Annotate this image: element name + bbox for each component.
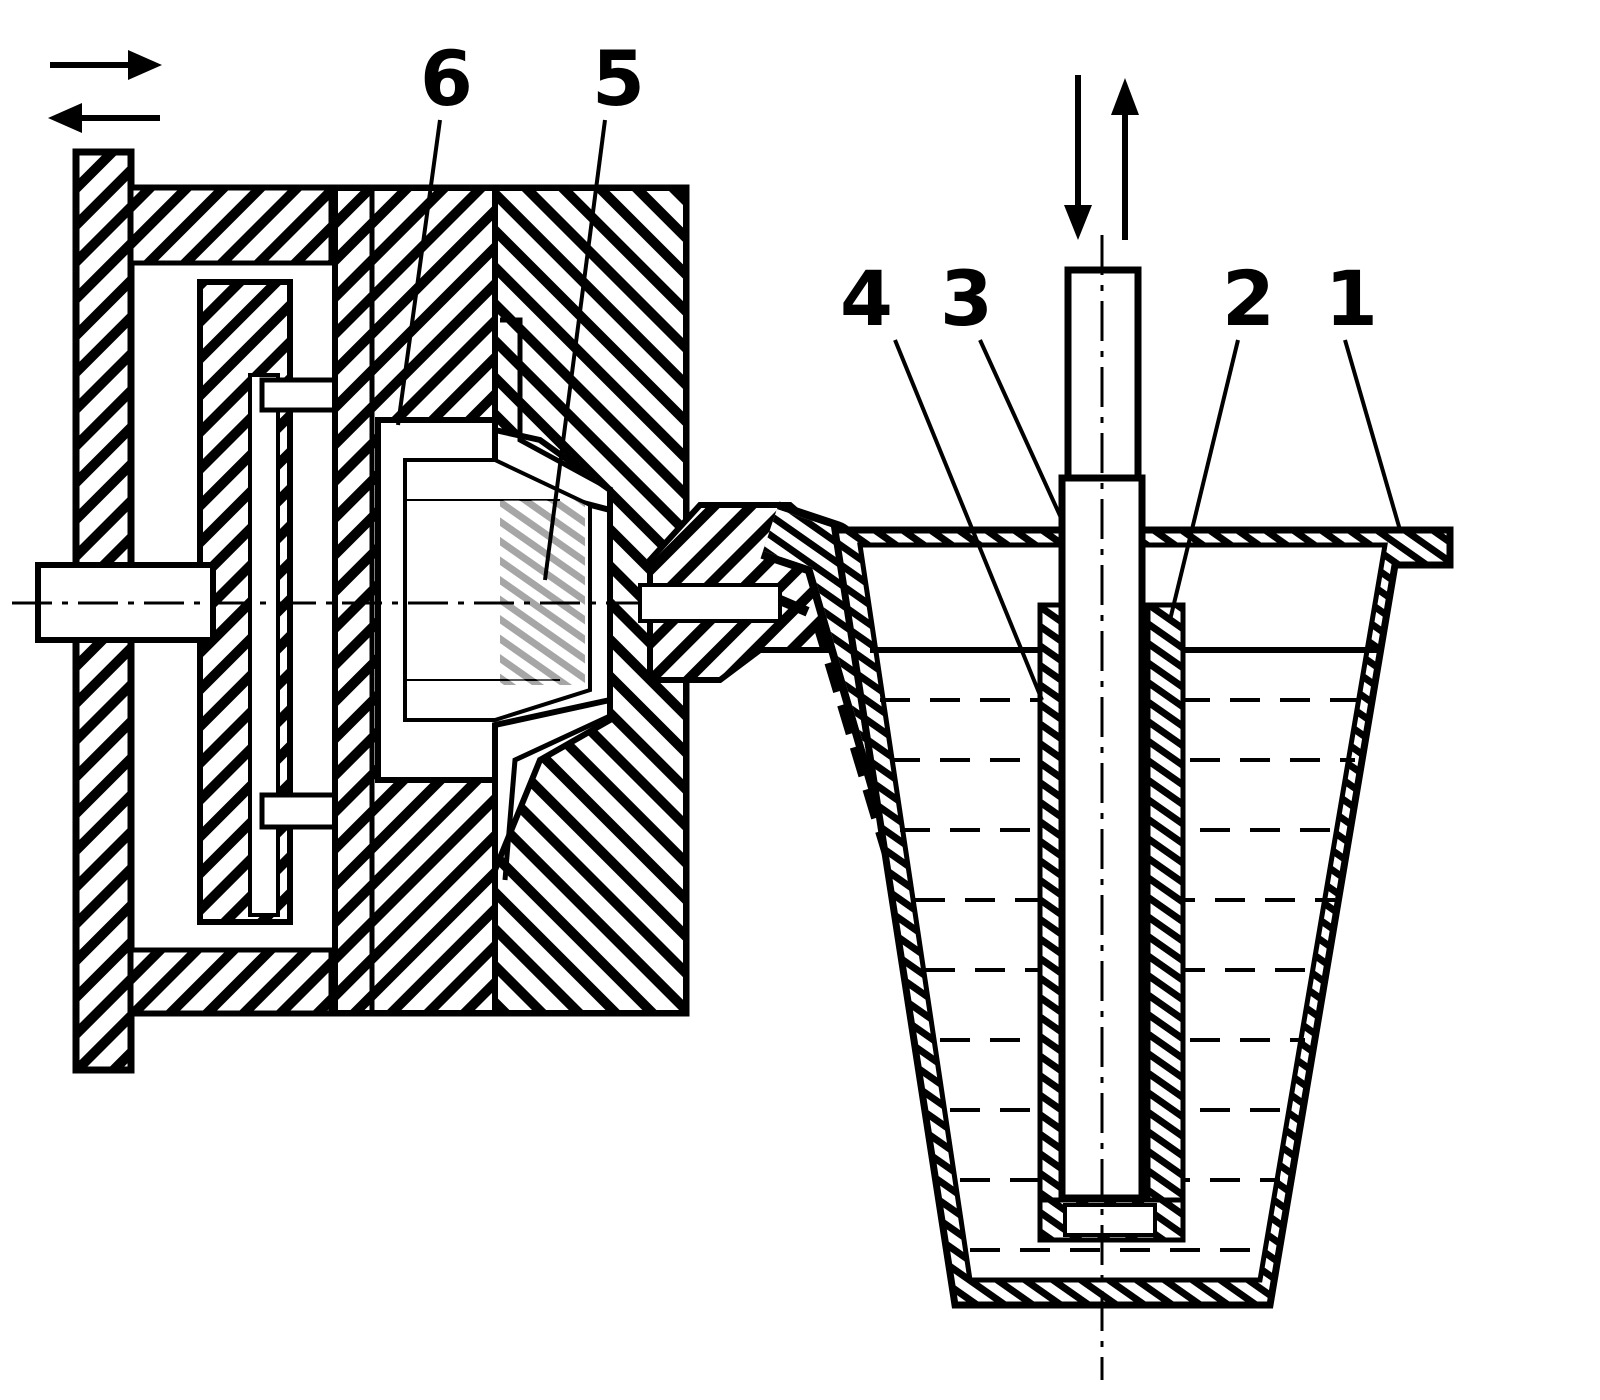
label-1: 1 [1325, 254, 1378, 343]
label-4: 4 [840, 254, 893, 343]
plunger [1058, 235, 1146, 1380]
label-3: 3 [940, 254, 993, 343]
label-2: 2 [1222, 254, 1275, 343]
label-5: 5 [592, 34, 645, 123]
label-6: 6 [420, 34, 473, 123]
motion-arrows [48, 50, 162, 133]
leader-lines [396, 119, 1402, 701]
plunger-arrows [1064, 75, 1139, 240]
